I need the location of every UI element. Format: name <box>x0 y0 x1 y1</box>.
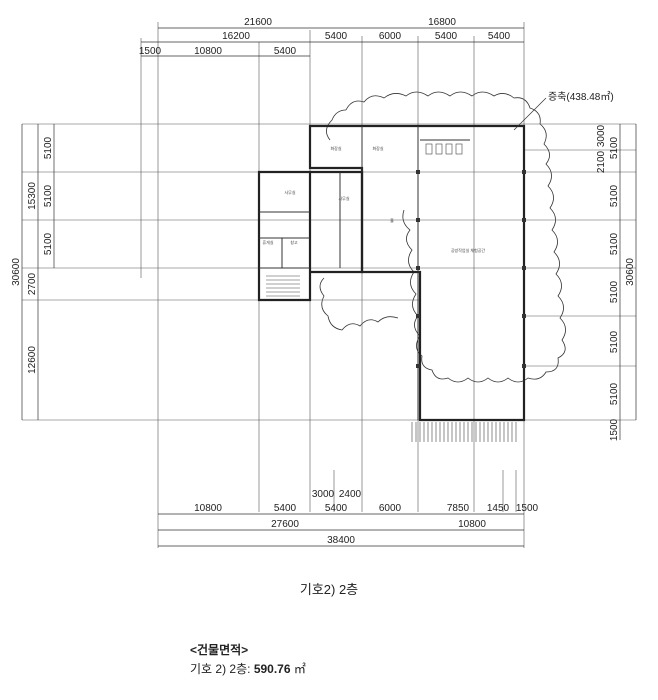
dim-right-inner-d: 5100 <box>609 184 620 207</box>
dim-left-inner-b: 5100 <box>43 184 54 207</box>
dim-left-mid-a: 15300 <box>27 182 38 210</box>
room-label-storage: 창고 <box>290 239 298 245</box>
room-label-restroom-1: 화장실 <box>330 145 341 151</box>
dim-top-2-a: 16200 <box>222 31 250 42</box>
dim-top-1-a: 21600 <box>244 17 272 28</box>
dimension-lines-left <box>21 124 55 420</box>
column-markers <box>416 170 526 368</box>
dim-bottom-1-g: 7850 <box>447 503 470 514</box>
dim-left-inner-c: 5100 <box>43 232 54 255</box>
dim-right-inner-e: 5100 <box>609 232 620 255</box>
dim-top-2-c: 6000 <box>379 31 402 42</box>
dim-top-3-b: 10800 <box>194 46 222 57</box>
dim-bottom-1-e: 5400 <box>325 503 348 514</box>
room-label-office-2: 사무실 <box>338 195 349 201</box>
room-label-office-1: 사무실 <box>284 189 295 195</box>
building-area-value: 590.76 <box>253 662 291 676</box>
dim-bottom-1-a: 10800 <box>194 503 222 514</box>
staircase-west <box>266 275 300 297</box>
dim-top-2-b: 5400 <box>325 31 348 42</box>
extension-leader-line <box>513 97 547 131</box>
dim-right-inner-g: 5100 <box>609 330 620 353</box>
dim-right-inner-b: 3000 <box>596 124 607 147</box>
building-area-prefix: 기호 2) 2층: <box>190 662 251 676</box>
building-area-heading: <건물면적> <box>190 643 249 657</box>
dim-bottom-1-b: 5400 <box>274 503 297 514</box>
dim-top-3-a: 1500 <box>139 46 162 57</box>
building-area-line: 기호 2) 2층: 590.76 ㎡ <box>190 660 306 677</box>
floor-plan-drawing: 21600 16800 16200 5400 6000 5400 5400 15… <box>11 17 637 548</box>
building-area-unit: ㎡ <box>293 662 306 676</box>
dim-left-outer: 30600 <box>11 258 22 286</box>
tree-outline <box>319 91 566 383</box>
restroom-fixtures <box>425 143 463 155</box>
dim-top-2-d: 5400 <box>435 31 458 42</box>
dimension-lines-bottom <box>158 513 524 547</box>
grid-lines-vertical <box>140 22 525 548</box>
dim-bottom-1-f: 6000 <box>379 503 402 514</box>
dimension-lines-top <box>141 27 524 57</box>
dim-right-inner-c: 5100 <box>609 136 620 159</box>
room-label-workshop: 공방작업실 체험공간 <box>451 247 486 253</box>
dim-right-inner-i: 1500 <box>609 418 620 441</box>
extension-area-note: 증축(438.48㎡) <box>548 91 614 103</box>
room-label-lounge: 휴게실 <box>262 239 273 245</box>
dim-bottom-1-i: 1500 <box>516 503 539 514</box>
dim-top-3-c: 5400 <box>274 46 297 57</box>
dim-bottom-1-d: 2400 <box>339 489 362 500</box>
building-walls <box>257 124 526 422</box>
dimension-lines-right <box>619 124 637 440</box>
dim-right-inner-a: 2100 <box>596 150 607 173</box>
dim-right-inner-f: 5100 <box>609 280 620 303</box>
dim-top-1-b: 16800 <box>428 17 456 28</box>
dim-bottom-1-c: 3000 <box>312 489 335 500</box>
drawing-caption: 기호2) 2층 <box>299 582 359 597</box>
dim-right-outer: 30600 <box>625 258 636 286</box>
interior-walls <box>259 126 470 420</box>
dim-top-2-e: 5400 <box>488 31 511 42</box>
dim-left-mid-c: 12600 <box>27 346 38 374</box>
staircase-south <box>411 422 517 442</box>
dim-bottom-3-a: 38400 <box>327 535 355 546</box>
dim-right-inner-h: 5100 <box>609 382 620 405</box>
dim-bottom-2-b: 10800 <box>458 519 486 530</box>
dim-left-inner-a: 5100 <box>43 136 54 159</box>
dim-bottom-1-h: 1450 <box>487 503 510 514</box>
room-label-restroom-2: 화장실 <box>372 145 383 151</box>
dim-left-mid-b: 2700 <box>27 272 38 295</box>
dim-bottom-2-a: 27600 <box>271 519 299 530</box>
room-label-hall: 홀 <box>390 217 394 223</box>
